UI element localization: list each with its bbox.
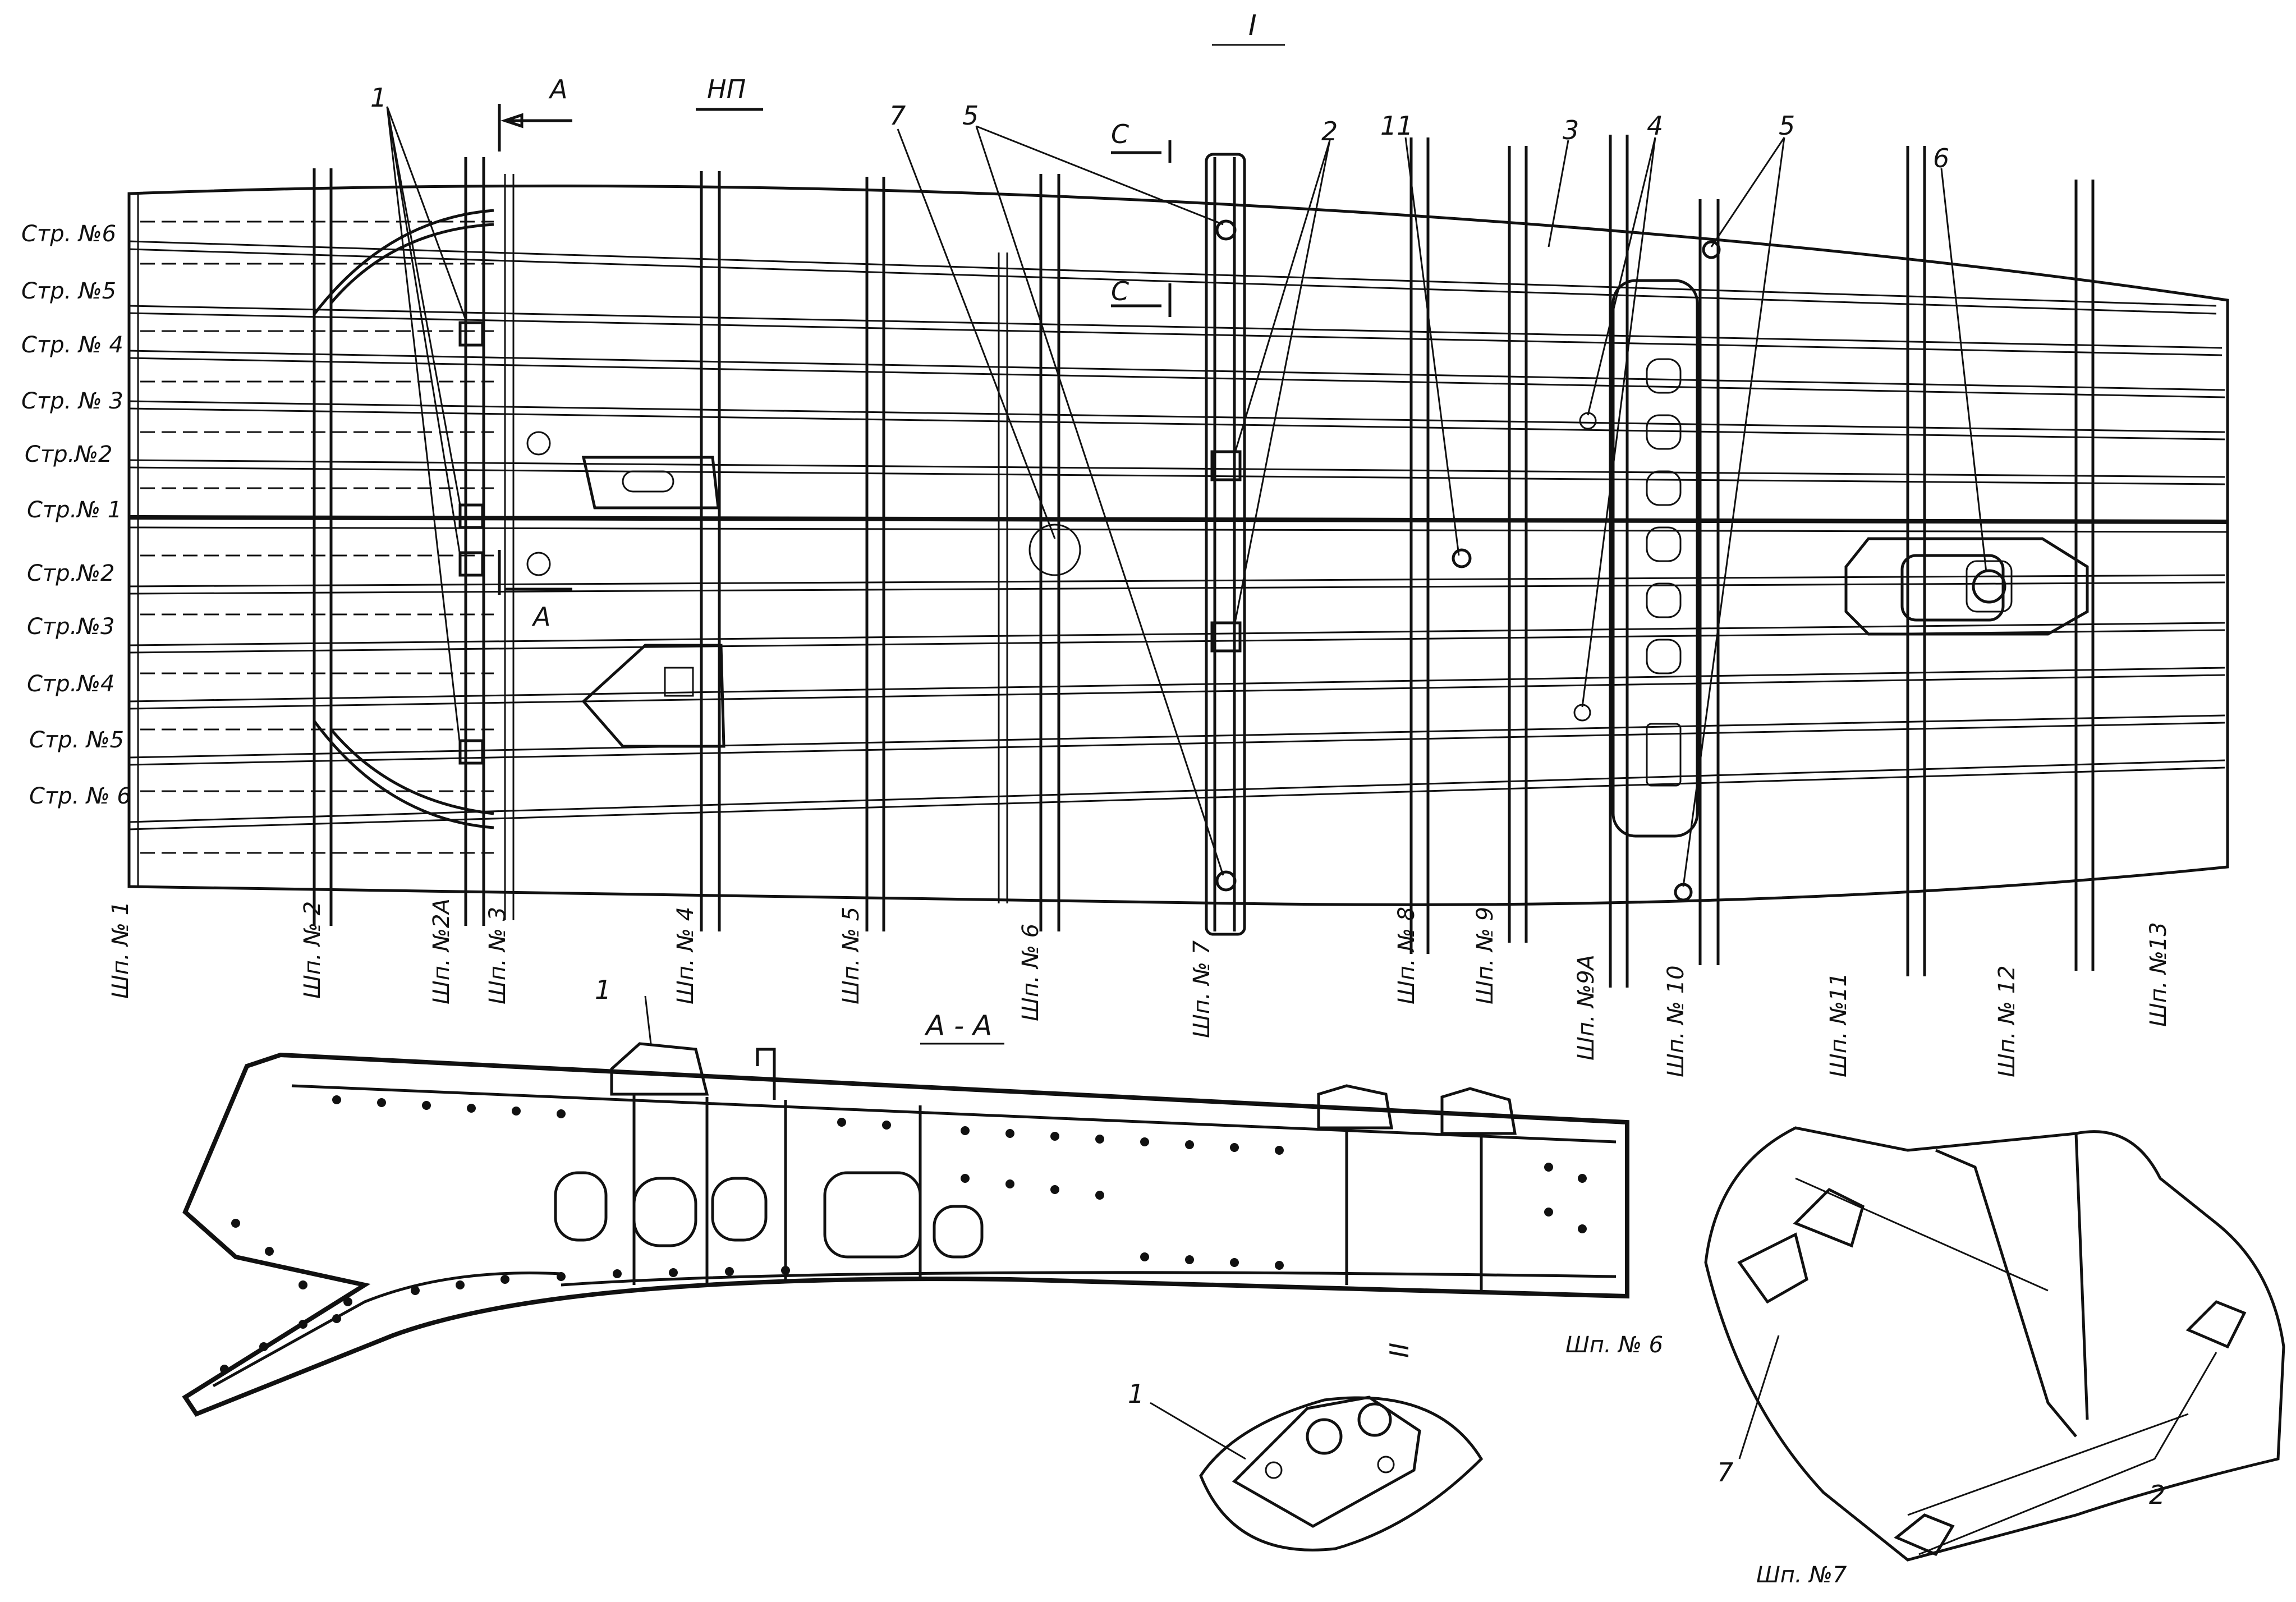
fitting-detail: 1 <box>1128 1379 1484 1551</box>
frame-label: Шп. №2А <box>429 898 454 1004</box>
floor-panel-outline <box>127 184 2229 906</box>
detail-callout-1: 1 <box>1128 1379 1144 1409</box>
frame-label: Шп. № 2 <box>300 901 325 999</box>
section-marks: A A НП C C <box>498 74 1172 632</box>
frame-label: Шп. №11 <box>1826 972 1852 1077</box>
hatch-opening <box>1844 537 2089 636</box>
stringer-label: Стр. № 4 <box>21 332 123 358</box>
stringer-label: Стр.№ 1 <box>27 497 122 523</box>
section-a-mark-bottom: A <box>531 602 550 632</box>
callout-5-right: 5 <box>1779 111 1795 141</box>
callout-6: 6 <box>1933 143 1949 173</box>
callout-5-left: 5 <box>962 100 979 131</box>
stringer-labels: Стр. №6 Стр. №5 Стр. № 4 Стр. № 3 Стр.№2… <box>21 221 131 809</box>
frame-label: Шп. №13 <box>2146 922 2171 1027</box>
section-a-a: A - A <box>182 975 1629 1417</box>
stringer-label: Стр.№2 <box>25 442 112 467</box>
iso-frame-7-label: Шп. №7 <box>1756 1562 1847 1588</box>
stringer-label: Стр.№2 <box>27 561 114 586</box>
isometric-view: Шп. № 6 Шп. №7 7 2 <box>1565 1126 2285 1588</box>
frame-label: Шп. № 9 <box>1472 907 1498 1004</box>
section-callout-1: 1 <box>595 975 611 1005</box>
frame-label: Шп. № 10 <box>1663 965 1689 1077</box>
frame-label: Шп. № 5 <box>838 907 864 1004</box>
rivet-pattern <box>220 1095 1587 1374</box>
callout-11: 11 <box>1380 111 1413 141</box>
callout-7: 7 <box>889 100 906 131</box>
iso-callout-2: 2 <box>2149 1480 2165 1510</box>
iso-frame-6-label: Шп. № 6 <box>1565 1332 1663 1358</box>
frame-10-box-beam <box>1611 240 1721 902</box>
stringer-label: Стр. № 6 <box>29 783 131 809</box>
frame-labels: Шп. № 1 Шп. № 2 Шп. №2А Шп. № 3 Шп. № 4 … <box>108 898 2171 1077</box>
callout-3: 3 <box>1563 115 1579 145</box>
access-panels <box>458 321 1597 765</box>
view-title: I <box>1248 9 1257 42</box>
iso-callout-7: 7 <box>1717 1457 1733 1488</box>
stringer-label: Стр. №5 <box>29 727 124 753</box>
stringer-label: Стр. № 3 <box>21 388 123 414</box>
frame-label: Шп. № 12 <box>1994 965 2020 1077</box>
frame-label: Шп. № 3 <box>485 907 511 1004</box>
frame-label: Шп. № 8 <box>1394 907 1420 1004</box>
frame-label: Шп. № 4 <box>673 907 699 1004</box>
frame-label: Шп. №9А <box>1573 954 1599 1061</box>
section-beam-outline <box>182 1052 1629 1417</box>
callout-4: 4 <box>1647 111 1663 141</box>
callout-1: 1 <box>370 82 387 113</box>
section-a-a-title: A - A <box>924 1009 992 1042</box>
left-bay-hidden-lines <box>140 221 494 854</box>
leader-lines <box>386 106 1987 887</box>
stringer-label: Стр.№4 <box>27 671 114 697</box>
section-c-mark-bottom: C <box>1111 276 1129 306</box>
stringer-lines <box>128 240 2228 830</box>
stringer-label: Стр. №6 <box>21 221 116 247</box>
section-a-mark-top: A <box>548 74 567 104</box>
plan-callouts: 1 7 5 2 11 3 4 5 6 <box>370 82 1949 173</box>
callout-2: 2 <box>1321 116 1338 146</box>
frame-label: Шп. № 6 <box>1018 924 1044 1021</box>
frame-lines <box>128 135 2095 988</box>
frame-7-beam <box>1205 153 1246 936</box>
detail-ii-label: II <box>1384 1343 1415 1358</box>
stringer-label: Стр. №5 <box>21 278 116 304</box>
flight-direction-label: НП <box>707 74 746 104</box>
stringer-label: Стр.№3 <box>27 614 114 640</box>
frame-label: Шп. № 1 <box>108 901 134 999</box>
frame-label: Шп. № 7 <box>1189 940 1215 1038</box>
plan-view-i: I <box>21 9 2229 1077</box>
section-c-mark-top: C <box>1111 119 1129 149</box>
